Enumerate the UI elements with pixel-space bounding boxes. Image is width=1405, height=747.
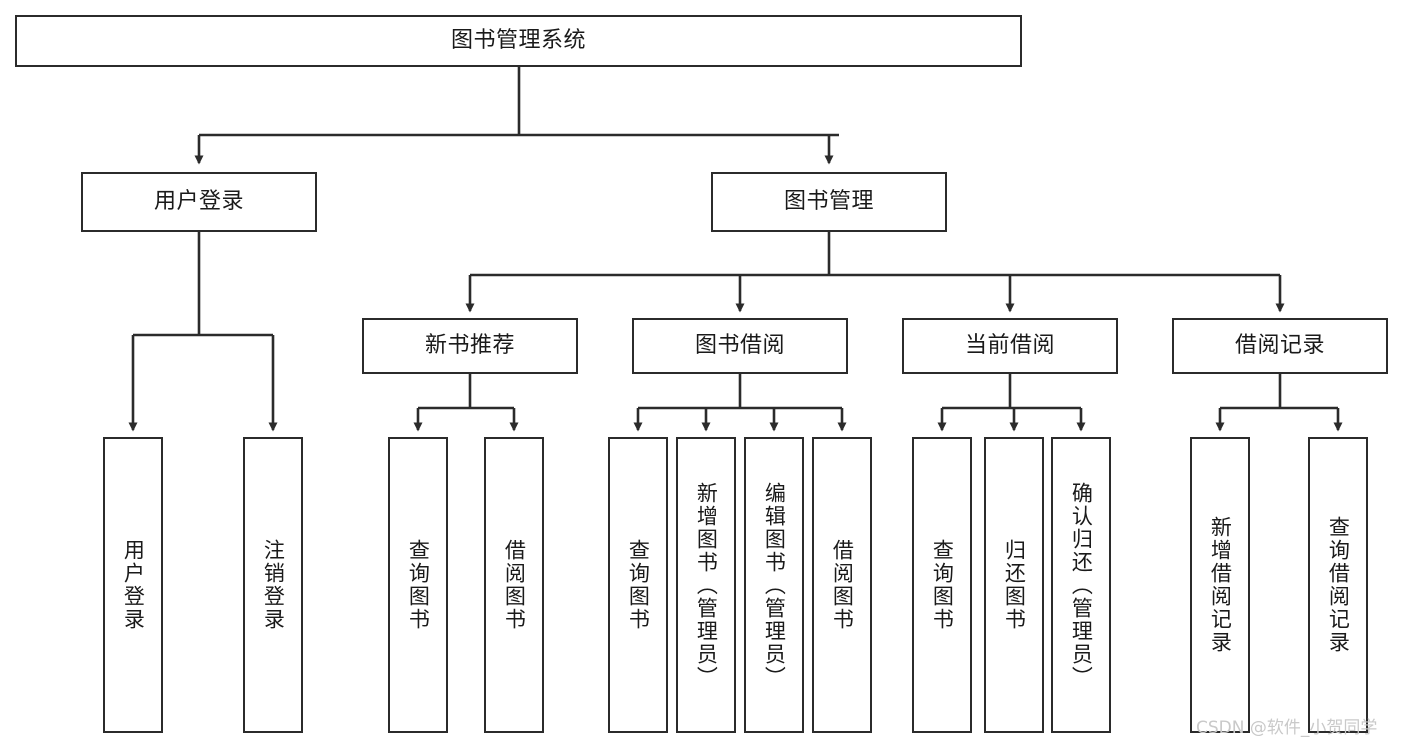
node-leaf-return-book-label: 归还图书 bbox=[1002, 539, 1027, 631]
node-leaf-query-book-2[interactable]: 查询图书 bbox=[608, 437, 668, 733]
node-book-manage[interactable]: 图书管理 bbox=[711, 172, 947, 232]
csdn-watermark: CSDN @软件_小贺同学 bbox=[1196, 718, 1378, 738]
node-leaf-logout-label: 注销登录 bbox=[261, 539, 286, 631]
tree-connectors bbox=[128, 67, 1343, 432]
node-book-manage-label: 图书管理 bbox=[783, 189, 874, 215]
node-user-login-label: 用户登录 bbox=[153, 189, 244, 215]
node-leaf-query-book-1-label: 查询图书 bbox=[406, 539, 431, 631]
node-leaf-add-book-label: 新增图书（管理员） bbox=[694, 481, 719, 689]
node-leaf-query-book-2-label: 查询图书 bbox=[626, 539, 651, 631]
node-leaf-edit-book-label: 编辑图书（管理员） bbox=[762, 481, 787, 689]
node-leaf-borrow-book-1[interactable]: 借阅图书 bbox=[484, 437, 544, 733]
node-leaf-add-record[interactable]: 新增借阅记录 bbox=[1190, 437, 1250, 733]
node-root-label: 图书管理系统 bbox=[450, 28, 586, 54]
node-leaf-confirm-return-label: 确认归还（管理员） bbox=[1069, 481, 1094, 689]
node-new-book-rec-label: 新书推荐 bbox=[424, 333, 515, 359]
node-user-login[interactable]: 用户登录 bbox=[81, 172, 317, 232]
node-leaf-user-login[interactable]: 用户登录 bbox=[103, 437, 163, 733]
node-leaf-query-record-label: 查询借阅记录 bbox=[1326, 516, 1351, 654]
node-leaf-add-record-label: 新增借阅记录 bbox=[1208, 516, 1233, 654]
node-current-borrow[interactable]: 当前借阅 bbox=[902, 318, 1118, 374]
node-leaf-query-book-3-label: 查询图书 bbox=[930, 539, 955, 631]
node-leaf-edit-book[interactable]: 编辑图书（管理员） bbox=[744, 437, 804, 733]
node-leaf-confirm-return[interactable]: 确认归还（管理员） bbox=[1051, 437, 1111, 733]
node-leaf-borrow-book-2[interactable]: 借阅图书 bbox=[812, 437, 872, 733]
node-leaf-query-book-1[interactable]: 查询图书 bbox=[388, 437, 448, 733]
node-leaf-logout[interactable]: 注销登录 bbox=[243, 437, 303, 733]
node-leaf-borrow-book-2-label: 借阅图书 bbox=[830, 539, 855, 631]
node-new-book-rec[interactable]: 新书推荐 bbox=[362, 318, 578, 374]
node-book-borrow-label: 图书借阅 bbox=[694, 333, 785, 359]
node-book-borrow[interactable]: 图书借阅 bbox=[632, 318, 848, 374]
node-root[interactable]: 图书管理系统 bbox=[15, 15, 1022, 67]
node-leaf-add-book[interactable]: 新增图书（管理员） bbox=[676, 437, 736, 733]
node-borrow-record[interactable]: 借阅记录 bbox=[1172, 318, 1388, 374]
node-borrow-record-label: 借阅记录 bbox=[1234, 333, 1325, 359]
node-leaf-borrow-book-1-label: 借阅图书 bbox=[502, 539, 527, 631]
node-leaf-return-book[interactable]: 归还图书 bbox=[984, 437, 1044, 733]
node-leaf-query-book-3[interactable]: 查询图书 bbox=[912, 437, 972, 733]
node-leaf-query-record[interactable]: 查询借阅记录 bbox=[1308, 437, 1368, 733]
node-leaf-user-login-label: 用户登录 bbox=[121, 539, 146, 631]
node-current-borrow-label: 当前借阅 bbox=[964, 333, 1055, 359]
